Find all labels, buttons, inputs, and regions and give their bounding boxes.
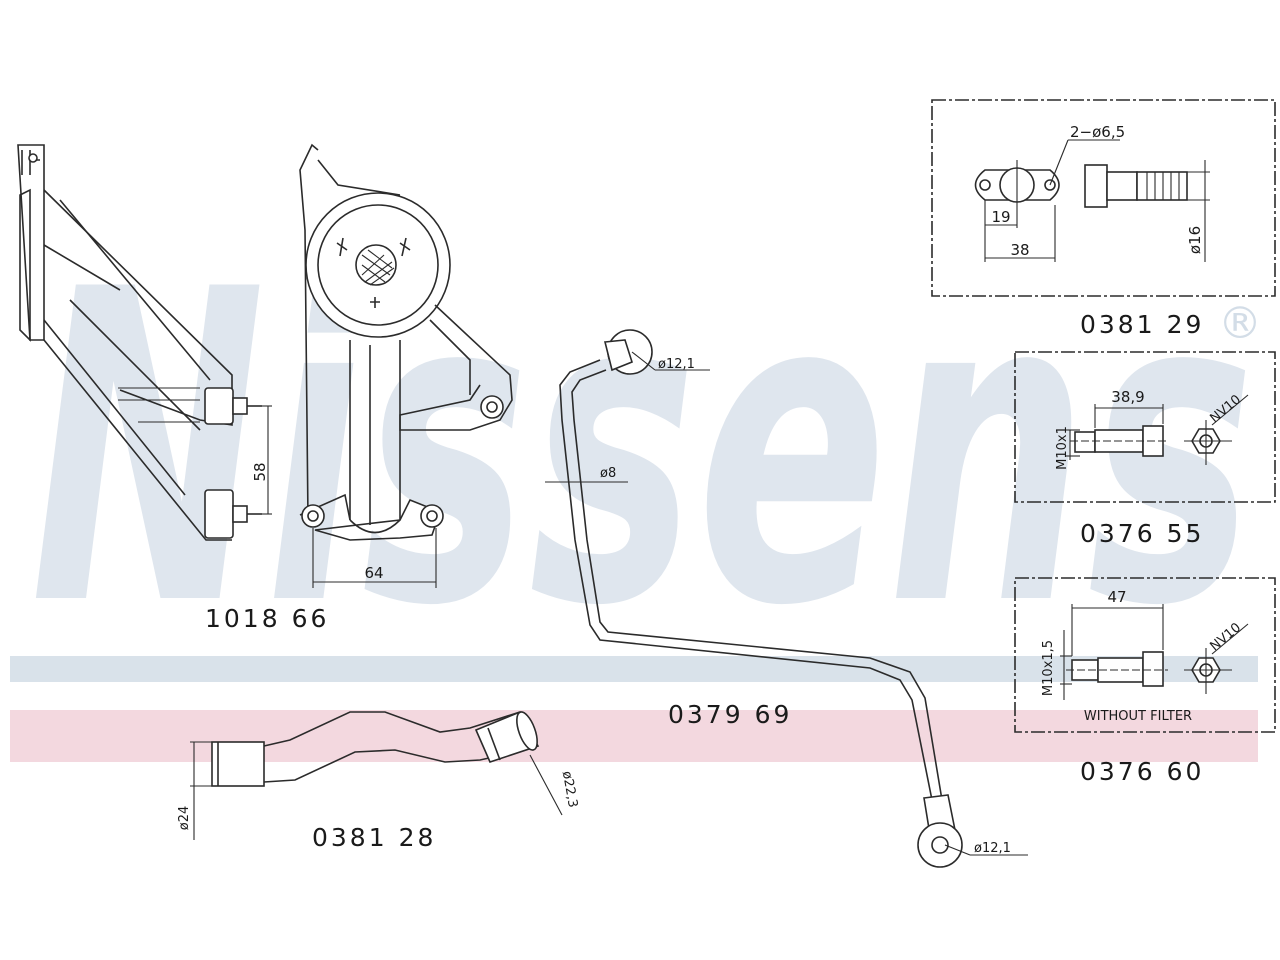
dim-38: 38 <box>1010 241 1029 259</box>
dim-height-58: 58 <box>251 462 269 481</box>
brand-watermark: Nissens ® <box>10 200 1262 762</box>
dim-16: ø16 <box>1186 226 1204 254</box>
part-number-101866: 1018 66 <box>205 604 329 633</box>
dim-length-389: 38,9 <box>1111 388 1144 406</box>
part-038129-view: 2−ø6,5 19 38 ø16 <box>931 99 1276 297</box>
part-number-038128: 0381 28 <box>312 823 436 852</box>
dim-width-64: 64 <box>364 564 383 582</box>
dim-pipe-diameter: ø8 <box>600 466 616 481</box>
dim-right-diameter: ø22,3 <box>559 770 580 809</box>
dim-bottom-fitting: ø12,1 <box>974 841 1011 856</box>
part-number-037660: 0376 60 <box>1080 757 1204 786</box>
dim-holes: 2−ø6,5 <box>1070 123 1125 141</box>
part-number-038129: 0381 29 <box>1080 310 1204 339</box>
part-037969-pipe-view: ø12,1 ø8 ø12,1 <box>545 329 1028 868</box>
dim-thread-m10x1: M10x1 <box>1055 426 1070 470</box>
part-number-037655: 0376 55 <box>1080 519 1204 548</box>
note-without-filter: WITHOUT FILTER <box>1084 709 1192 724</box>
watermark-logo: Nissens <box>30 200 1255 700</box>
part-number-037969: 0379 69 <box>668 700 792 729</box>
dim-top-fitting: ø12,1 <box>658 357 695 372</box>
dim-19: 19 <box>991 208 1010 226</box>
pink-band <box>10 710 1258 762</box>
dim-left-diameter: ø24 <box>177 806 192 831</box>
blue-band <box>10 656 1258 682</box>
part-038128-hose-view: ø24 ø22,3 <box>177 710 580 840</box>
part-101866-bracket-view: 58 64 <box>17 143 513 588</box>
registered-mark: ® <box>1218 298 1262 349</box>
dim-thread-m10x15: M10x1,5 <box>1041 640 1056 696</box>
dim-length-47: 47 <box>1107 588 1126 606</box>
part-038129-frame <box>931 99 1276 297</box>
part-037655-frame <box>1014 351 1276 503</box>
